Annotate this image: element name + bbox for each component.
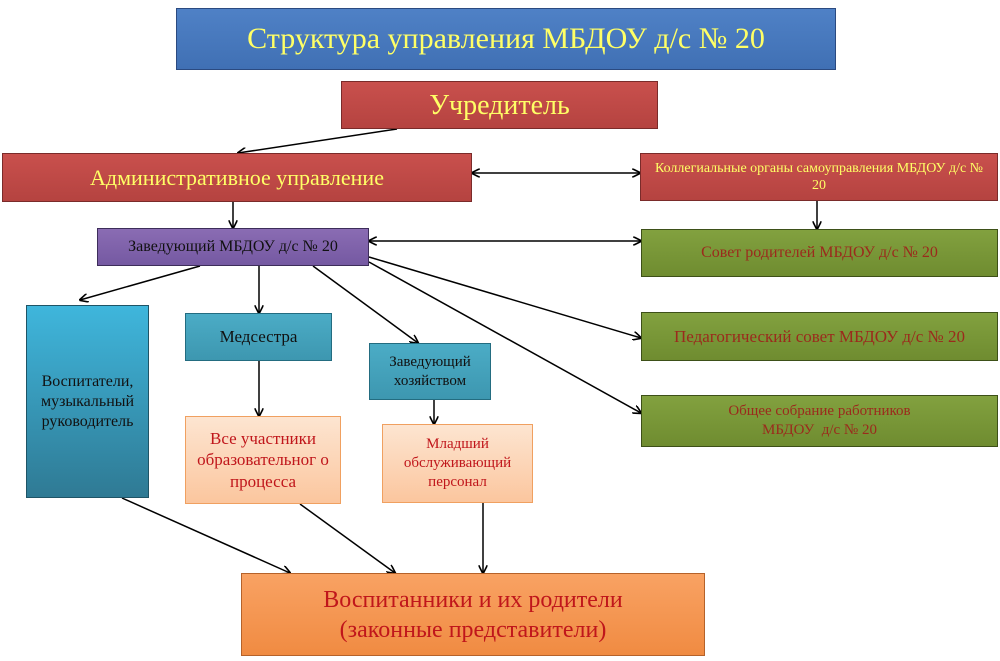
diagram-title: Структура управления МБДОУ д/с № 20 [176,8,836,70]
junior-staff-label: Младший обслуживающий персонал [403,436,512,490]
supply-manager-box: Заведующий хозяйством [369,343,491,400]
parents-council-box: Совет родителей МБДОУ д/с № 20 [641,229,998,277]
pupils-and-parents-box: Воспитанники и их родители (законные пре… [241,573,705,656]
head-of-kindergarten-box: Заведующий МБДОУ д/с № 20 [97,228,369,266]
nurse-label: Медсестра [219,327,298,347]
collegial-bodies-box: Коллегиальные органы самоуправления МБДО… [640,153,998,201]
teachers-box: Воспитатели, музыкальный руководитель [26,305,149,498]
collegial-bodies-label: Коллегиальные органы самоуправления МБДО… [654,160,984,194]
diagram-title-text: Структура управления МБДОУ д/с № 20 [247,22,765,56]
head-of-kindergarten-label: Заведующий МБДОУ д/с № 20 [128,238,338,255]
administrative-management-label: Административное управление [90,164,384,190]
arrow-head-to-ped-council [368,256,641,338]
teachers-label: Воспитатели, музыкальный руководитель [40,372,135,430]
arrow-founder-to-admin [238,128,398,153]
arrow-participants-to-pupils [299,503,395,573]
general-assembly-box: Общее собрание работников МБДОУ д/с № 20 [641,395,998,447]
general-assembly-label-line1: Общее собрание работников [728,403,911,420]
administrative-management-box: Административное управление [2,153,472,202]
educational-participants-box: Все участники образовательног о процесса [185,416,341,504]
general-assembly-label-line2: МБДОУ д/с № 20 [762,422,877,438]
parents-council-label: Совет родителей МБДОУ д/с № 20 [701,244,938,261]
pupils-label-line1: Воспитанники и их родители [323,586,623,613]
arrow-teachers-to-pupils [121,497,290,573]
pupils-label-line2: (законные представители) [339,616,607,643]
nurse-box: Медсестра [185,313,332,361]
educational-participants-label: Все участники образовательног о процесса [197,429,329,491]
founder-label: Учредитель [429,89,570,121]
arrow-head-to-teachers [80,265,201,300]
pedagogical-council-label: Педагогический совет МБДОУ д/с № 20 [674,326,965,346]
junior-staff-box: Младший обслуживающий персонал [382,424,533,503]
founder-box: Учредитель [341,81,658,129]
supply-manager-label: Заведующий хозяйством [389,353,471,389]
pedagogical-council-box: Педагогический совет МБДОУ д/с № 20 [641,312,998,361]
